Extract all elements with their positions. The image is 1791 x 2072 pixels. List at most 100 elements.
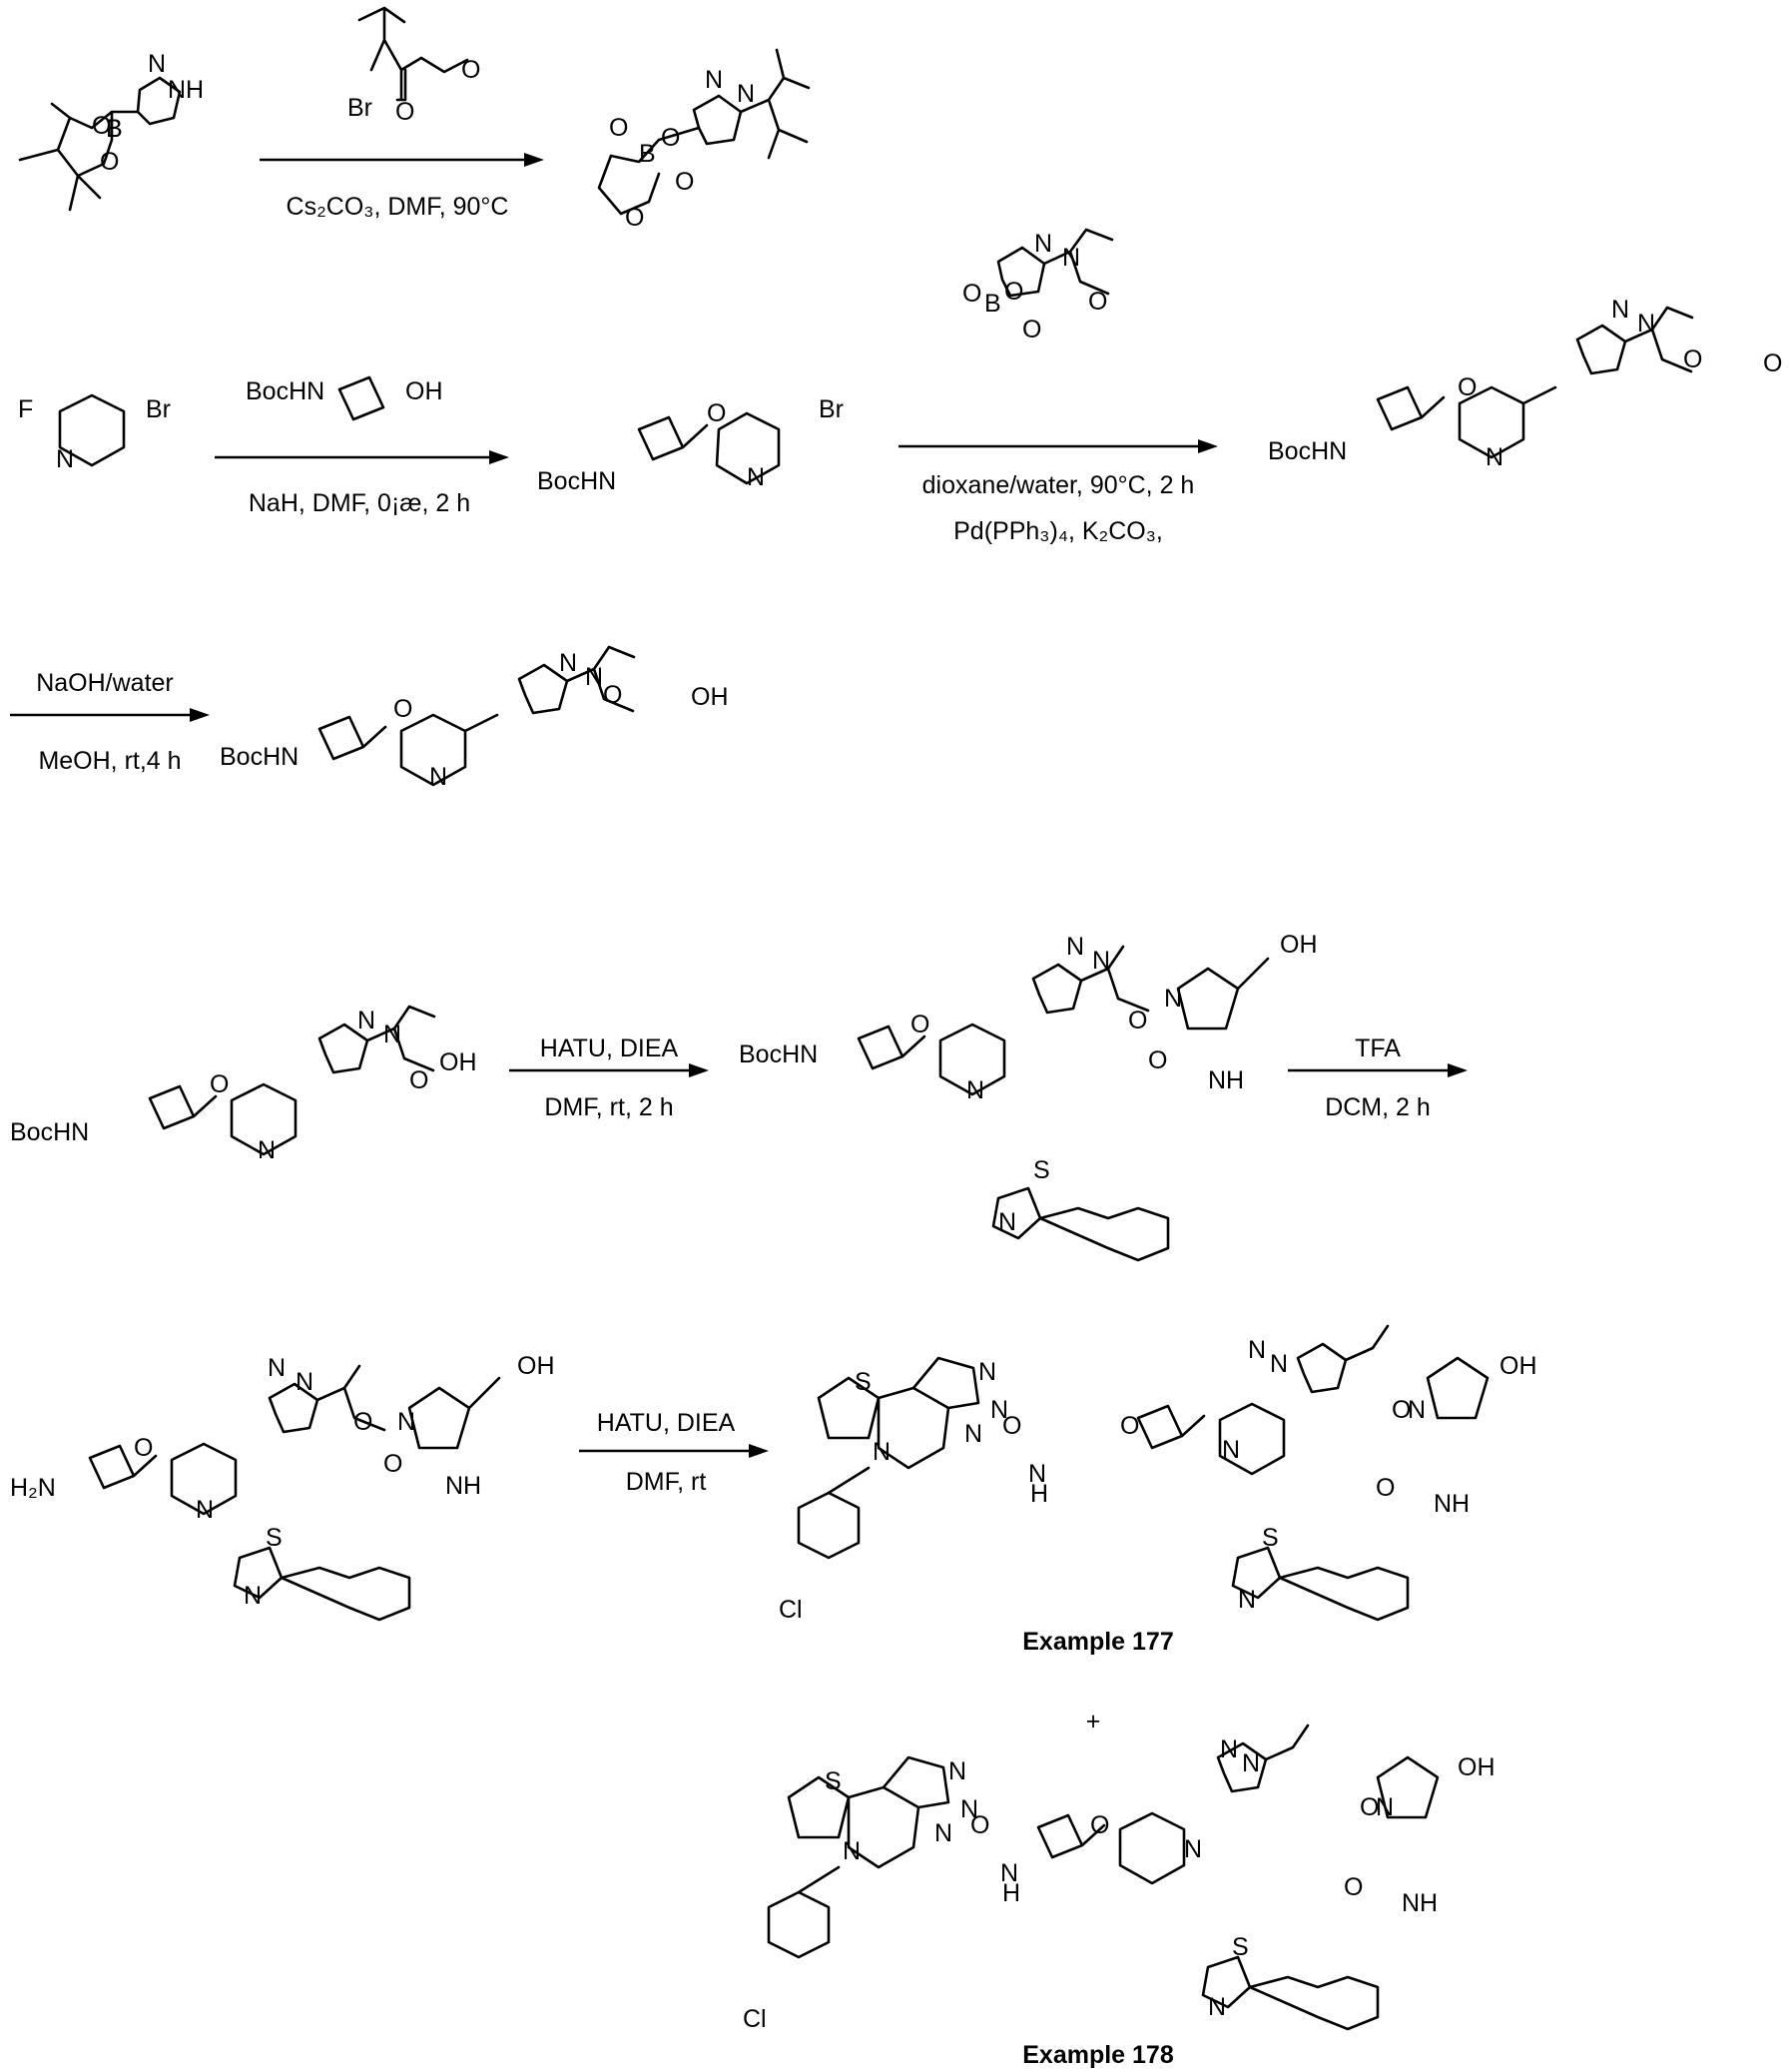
atom-label: H₂N xyxy=(10,1474,56,1502)
example-178-label: Example 178 xyxy=(1022,2041,1174,2069)
atom-label: BocHN xyxy=(246,377,324,405)
atom-label: H xyxy=(1002,1879,1020,1907)
atom-label: N xyxy=(357,1007,375,1035)
atom-label: O xyxy=(1376,1474,1395,1502)
atom-label: O xyxy=(393,695,412,723)
atom-label: O xyxy=(1148,1046,1167,1074)
atom-label: N xyxy=(1238,1586,1256,1614)
atom-label: N xyxy=(934,1819,952,1847)
atom-label: S xyxy=(1033,1156,1050,1184)
atom-label: O xyxy=(100,148,119,176)
atom-label: NH xyxy=(1402,1889,1438,1917)
atom-label: O xyxy=(210,1070,229,1098)
atom-label: Cl xyxy=(743,2005,767,2033)
atom-label: O xyxy=(1004,278,1023,306)
atom-label: N xyxy=(56,445,74,473)
atom-label: O xyxy=(1022,316,1041,344)
atom-label: N xyxy=(964,1420,982,1448)
atom-label: N xyxy=(747,463,765,491)
atom-label: F xyxy=(18,395,33,423)
atom-label: N xyxy=(705,66,723,94)
atom-label: S xyxy=(1232,1933,1249,1961)
atom-label: N xyxy=(978,1358,996,1386)
atom-label: N xyxy=(1034,230,1052,258)
atom-label: O xyxy=(1002,1412,1021,1440)
atom-label: BocHN xyxy=(537,467,616,495)
conditions-step7-below: DMF, rt xyxy=(626,1468,707,1496)
atom-label: H xyxy=(1030,1480,1048,1508)
atom-label: N xyxy=(1222,1436,1240,1464)
atom-label: N xyxy=(244,1582,262,1610)
atom-label: BocHN xyxy=(10,1118,89,1146)
atom-label: Br xyxy=(146,395,171,423)
atom-label: NH xyxy=(1434,1490,1470,1518)
alkylated-pyrazole-structure xyxy=(599,50,809,214)
atom-label: OH xyxy=(439,1048,477,1076)
atom-label: O xyxy=(603,681,622,709)
conditions-step1: Cs₂CO₃, DMF, 90°C xyxy=(287,193,509,221)
atom-label: OH xyxy=(517,1352,555,1380)
atom-label: N xyxy=(196,1496,214,1524)
atom-label: NH xyxy=(1208,1066,1244,1094)
atom-label: N xyxy=(1220,1735,1238,1763)
conditions-step2: NaH, DMF, 0¡æ, 2 h xyxy=(249,489,470,517)
atom-label: B xyxy=(106,115,123,143)
atom-label: N xyxy=(268,1354,286,1382)
atom-label: O xyxy=(1344,1873,1363,1901)
example-177-label: Example 177 xyxy=(1022,1628,1174,1656)
conditions-step4-below: MeOH, rt,4 h xyxy=(38,747,181,775)
reaction-arrow-5 xyxy=(509,1063,709,1077)
example-178-structure xyxy=(769,1726,1438,2029)
atom-label: OH xyxy=(405,377,443,405)
conditions-step5-below: DMF, rt, 2 h xyxy=(544,1093,673,1121)
conditions-step3-line2: Pd(PPh₃)₄, K₂CO₃, xyxy=(953,517,1163,545)
reaction-arrow-6 xyxy=(1288,1063,1468,1077)
atom-label: N xyxy=(1062,244,1080,272)
atom-label: N xyxy=(1092,947,1110,975)
atom-label: N xyxy=(148,50,166,78)
amide-intermediate-structure xyxy=(859,947,1268,1260)
atom-label: BocHN xyxy=(1268,437,1347,465)
atom-label: N xyxy=(843,1837,861,1865)
atom-label: N xyxy=(585,663,603,691)
atom-label: O xyxy=(970,1811,989,1839)
reaction-arrow-4 xyxy=(10,708,210,722)
bromo-ester-structure xyxy=(359,8,467,100)
atom-label: O xyxy=(134,1434,153,1462)
reaction-arrow-2 xyxy=(215,450,509,464)
atom-label: O xyxy=(707,399,726,427)
atom-label: O xyxy=(1120,1412,1139,1440)
atom-label: OH xyxy=(1280,931,1318,959)
atom-label: S xyxy=(825,1767,842,1795)
atom-label: N xyxy=(1248,1336,1266,1364)
atom-label: O xyxy=(1090,1811,1109,1839)
conditions-step4-above: NaOH/water xyxy=(36,669,174,697)
reaction-arrow-7 xyxy=(579,1444,769,1458)
reaction-arrow-3 xyxy=(898,439,1218,453)
atom-label: O xyxy=(661,124,680,152)
atom-label: O xyxy=(461,56,480,84)
atom-label: N xyxy=(1066,933,1084,961)
conditions-step6-below: DCM, 2 h xyxy=(1325,1093,1431,1121)
plus-sign: + xyxy=(1086,1708,1101,1735)
atom-label: OH xyxy=(1458,1753,1495,1781)
atom-label: O xyxy=(1763,349,1782,377)
atom-label: N xyxy=(1270,1350,1288,1378)
atom-label: S xyxy=(855,1368,872,1396)
atom-label: N xyxy=(383,1021,401,1048)
atom-label: N xyxy=(737,80,755,108)
atom-label: S xyxy=(1262,1524,1279,1552)
reaction-arrow-1 xyxy=(260,153,544,167)
atom-label: O xyxy=(353,1408,372,1436)
atom-label: B xyxy=(984,290,1001,318)
atom-label: O xyxy=(962,280,981,308)
atom-label: O xyxy=(1683,345,1702,373)
atom-label: N xyxy=(296,1368,313,1396)
atom-label: N xyxy=(1164,985,1182,1013)
atom-label: OH xyxy=(691,683,729,711)
atom-label: Br xyxy=(819,395,844,423)
atom-label: S xyxy=(266,1524,283,1552)
atom-label: N xyxy=(1611,296,1629,324)
atom-label: N xyxy=(429,763,447,791)
